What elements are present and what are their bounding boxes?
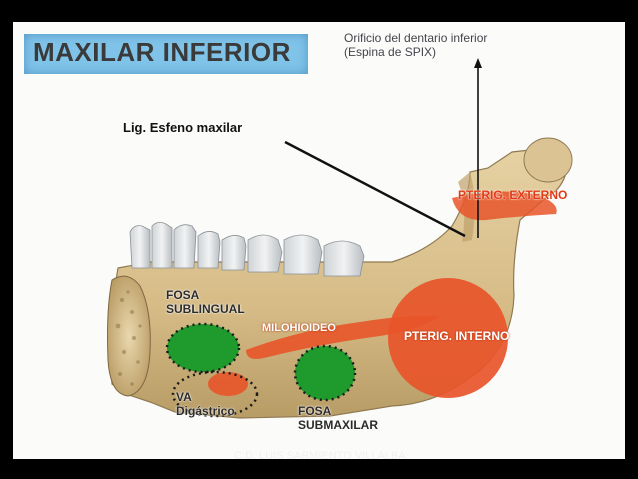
digastrico-outline bbox=[171, 370, 259, 418]
pterig-interno-label: PTERIG. INTERNO bbox=[404, 329, 510, 343]
fosa-sublingual-line-1: FOSA bbox=[166, 288, 200, 302]
teeth-row bbox=[129, 222, 365, 277]
tooth bbox=[323, 240, 365, 277]
tooth bbox=[129, 225, 151, 269]
fosa-submaxilar-line-1: FOSA bbox=[298, 404, 332, 418]
fosa-submaxilar-area bbox=[293, 344, 357, 402]
vientre-digastrico-muscle bbox=[208, 372, 248, 396]
vientre-line-2: Digástrico bbox=[176, 404, 235, 418]
author-credit: C.D. LUIS SARMIENTO VILLALBA bbox=[234, 450, 406, 462]
tooth bbox=[197, 231, 221, 269]
fosa-sublingual-label: FOSA SUBLINGUAL bbox=[166, 288, 245, 316]
spix-line-2: (Espina de SPIX) bbox=[344, 45, 437, 59]
fosa-sublingual-area bbox=[165, 322, 241, 374]
fosa-sublingual-line-2: SUBLINGUAL bbox=[166, 302, 245, 316]
pterig-interno-muscle bbox=[388, 278, 508, 398]
tooth bbox=[283, 234, 323, 275]
tooth bbox=[173, 224, 197, 269]
fosa-submaxilar-label: FOSA SUBMAXILAR bbox=[298, 404, 378, 432]
tooth bbox=[151, 222, 173, 269]
spix-pointer-arrow bbox=[474, 58, 482, 68]
spongy-bone-section bbox=[107, 275, 151, 397]
spix-line-1: Orificio del dentario inferior bbox=[344, 31, 488, 45]
page-title: MAXILAR INFERIOR bbox=[33, 37, 291, 67]
spix-annotation: Orificio del dentario inferior (Espina d… bbox=[344, 31, 487, 59]
vientre-digastrico-label: VA Digástrico bbox=[176, 390, 235, 418]
ligament-pointer-line bbox=[284, 140, 466, 238]
title-banner bbox=[24, 34, 308, 74]
tooth bbox=[247, 234, 283, 273]
vientre-line-1: VA bbox=[176, 390, 192, 404]
tooth bbox=[221, 235, 247, 271]
condyle bbox=[523, 137, 573, 183]
pterig-externo-label: PTERIG. EXTERNO bbox=[458, 188, 568, 202]
ligament-label: Lig. Esfeno maxilar bbox=[123, 120, 243, 135]
milohioideo-label: MILOHIOIDEO bbox=[262, 322, 336, 334]
spongy-pores bbox=[115, 290, 142, 386]
fosa-submaxilar-line-2: SUBMAXILAR bbox=[298, 418, 378, 432]
